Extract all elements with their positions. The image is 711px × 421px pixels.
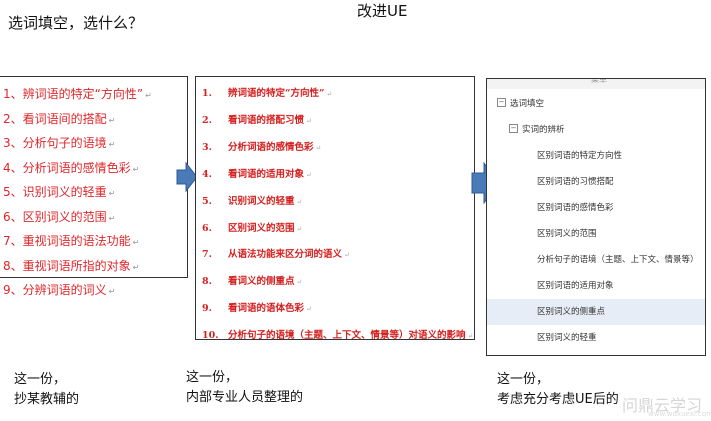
list-item: 9.看词语的语体色彩↵ (202, 303, 312, 315)
list-item: 6.区别词义的范围↵ (202, 222, 303, 234)
tree-leaf[interactable]: 区别词语的感情色彩 (537, 203, 614, 213)
panel-copied-list: 1、辨词语的特定“方向性”↵ 2、看词语间的搭配↵ 3、分析句子的语境↵ 4、分… (0, 76, 188, 297)
tree-leaf[interactable]: 区别词语的特定方向性 (537, 151, 623, 161)
list-item: 7.从语法功能来区分词的语义↵ (202, 249, 350, 261)
list-item: 8、重视词语所指的对象↵ (3, 258, 140, 273)
caption-copied: 这一份， 抄某教辅的 (14, 372, 80, 407)
list-item: 2.看词语的搭配习惯↵ (202, 114, 312, 126)
tree-leaf[interactable]: 区别词义的轻重 (537, 333, 597, 343)
tree-leaf[interactable]: 分析句子的语境（主题、上下文、情景等） (537, 255, 699, 265)
improve-ue-title: 改进UE (357, 2, 408, 20)
list-item: 5.识别词义的轻重↵ (202, 195, 303, 207)
tree-node-child[interactable]: −实词的辨析 (509, 124, 565, 135)
tree-node-root[interactable]: −选词填空 (497, 98, 545, 109)
panel-professional-list: 1.辨词语的特定“方向性”↵ 2.看词语的搭配习惯↵ 3.分析词语的感情色彩↵ … (195, 76, 475, 341)
watermark-logo: 问鼎云学习 (622, 396, 703, 415)
list-item: 10.分析句子的语境（主题、上下文、情景等）对语义的影响↵ (202, 330, 474, 342)
list-item: 2、看词语间的搭配↵ (3, 111, 116, 126)
list-item: 4、分析词语的感情色彩↵ (3, 160, 140, 175)
right-arrow-icon (176, 162, 198, 192)
tree-leaf-selected[interactable]: 区别词义的侧重点 (487, 299, 705, 325)
collapse-icon[interactable]: − (509, 124, 518, 133)
list-item: 1、辨词语的特定“方向性”↵ (3, 87, 152, 101)
list-item: 5、识别词义的轻重↵ (3, 185, 116, 199)
list-item: 9、分辨词语的词义↵ (3, 283, 116, 297)
tree-leaf[interactable]: 区别词语的适用对象 (537, 281, 614, 291)
page-question: 选词填空，选什么？ (8, 14, 144, 32)
list-item: 8.看词义的侧重点↵ (202, 276, 303, 288)
tree-leaf[interactable]: 区别词义的范围 (537, 229, 597, 239)
list-item: 1.辨词语的特定“方向性”↵ (202, 88, 333, 99)
list-item: 7、重视词语的语法功能↵ (3, 234, 140, 248)
caption-ue: 这一份， 考虑充分考虑UE后的 (497, 372, 619, 407)
list-item: 3.分析词语的感情色彩↵ (202, 141, 322, 153)
list-item: 6、区别词义的范围↵ (3, 209, 116, 224)
watermark-url: www.wdxuexi.com (648, 410, 711, 418)
collapse-icon[interactable]: − (497, 98, 506, 107)
tree-leaf[interactable]: 区别词语的习惯搭配 (537, 177, 614, 187)
list-item: 4.看词语的适用对象↵ (202, 168, 312, 180)
caption-professional: 这一份， 内部专业人员整理的 (186, 370, 304, 405)
list-item: 3、分析句子的语境↵ (3, 136, 116, 150)
menu-header: 菜单 (487, 79, 705, 89)
panel-tree-menu: 菜单 −选词填空 −实词的辨析 区别词语的特定方向性 区别词语的习惯搭配 区别词… (486, 78, 706, 356)
